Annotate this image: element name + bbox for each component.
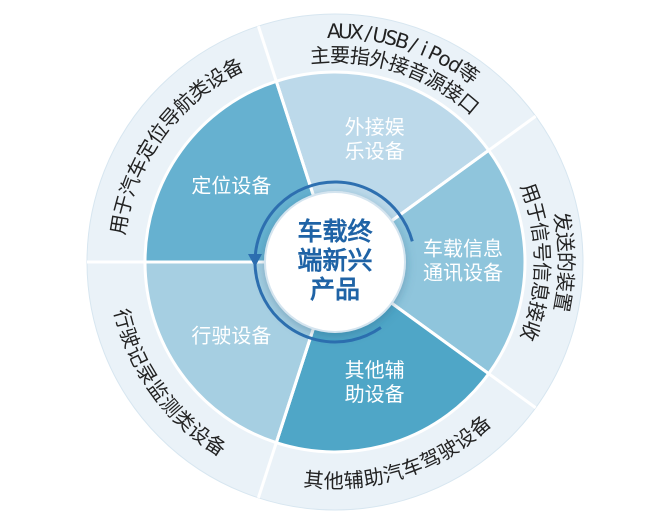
sector-divider (390, 301, 537, 409)
outer-char: / (363, 21, 373, 46)
outer-char: 号 (529, 241, 554, 262)
outer-char: 送 (552, 231, 578, 253)
sector-telematics (332, 148, 527, 376)
cycle-arrowhead-icon (248, 254, 262, 267)
outer-char: X (349, 19, 365, 44)
sector-label-telematics: 车载信息 (423, 237, 503, 261)
sector-label-external-entertainment: 外接娱 (345, 115, 405, 139)
sector-label-other-assist: 助设备 (345, 382, 405, 406)
sector-label-other-assist: 其他辅 (345, 358, 405, 382)
outer-char: 助 (362, 464, 386, 491)
sector-divider (390, 115, 537, 223)
sector-label-external-entertainment: 乐设备 (345, 139, 405, 163)
outer-char: B (392, 28, 412, 55)
center-title: 端新兴 (297, 246, 372, 275)
outer-char: 他 (324, 469, 344, 493)
center-title: 车载终 (297, 217, 373, 246)
outer-char: 主 (309, 43, 331, 68)
outer-char: 的 (554, 252, 578, 272)
outer-char: S (382, 25, 400, 51)
sector-label-positioning: 定位设备 (191, 173, 271, 197)
sector-label-telematics: 通讯设备 (423, 261, 503, 285)
sector-divider (256, 25, 315, 196)
outer-char: 信 (529, 261, 554, 282)
center-title: 产品 (310, 275, 360, 304)
outer-char: U (370, 22, 389, 48)
outer-char: A (327, 19, 341, 43)
outer-char: 发 (549, 210, 576, 234)
outer-char: U (338, 19, 354, 44)
outer-char: 用 (106, 213, 133, 237)
outer-char: 其 (303, 467, 325, 493)
center-circle (264, 191, 406, 333)
outer-char: 辅 (343, 467, 365, 493)
outer-char: 息 (526, 280, 553, 303)
sector-divider (256, 328, 315, 499)
outer-char: 信 (526, 220, 553, 243)
outer-char: 装 (552, 271, 578, 293)
outer-char: 指 (349, 43, 372, 69)
outer-char: 要 (330, 43, 351, 67)
outer-char: 置 (549, 290, 576, 314)
sector-label-driving: 行驶设备 (191, 324, 271, 348)
cycle-arrow (253, 180, 414, 344)
